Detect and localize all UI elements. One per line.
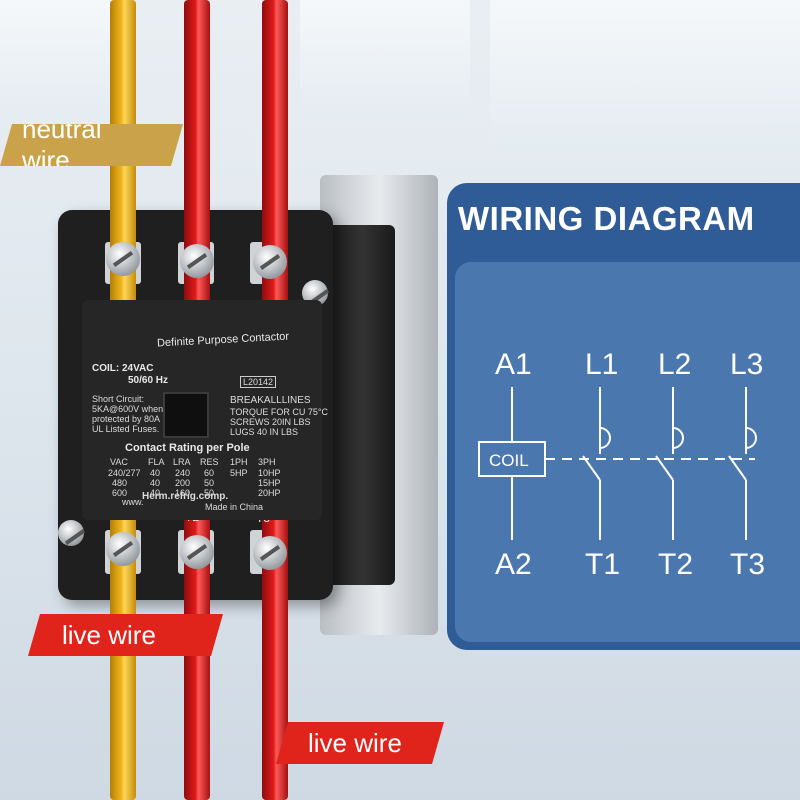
screw-l1: [106, 242, 140, 276]
www-text: www.: [122, 497, 144, 507]
rating-cell: 40: [150, 488, 161, 498]
window-pane: [300, 0, 470, 120]
rating-cell: 10HP: [258, 468, 281, 478]
rating-cell: 200: [175, 478, 191, 488]
screw-t1: [106, 532, 140, 566]
label-t1: T1: [585, 548, 620, 581]
pole-3-switch: [728, 455, 747, 481]
short-circuit: Short Circuit:: [92, 394, 145, 404]
label-a1: A1: [495, 348, 532, 381]
neutral-wire-tag: neutral wire: [0, 124, 183, 166]
rating-cell: 5HP: [230, 468, 248, 478]
rating-header: VAC: [110, 457, 128, 467]
rating-cell: 600: [112, 488, 128, 498]
torque-text: TORQUE FOR CU 75°C: [230, 407, 328, 417]
screw-t2: [180, 535, 214, 569]
mount-screw: [58, 520, 84, 546]
short-circuit-detail: UL Listed Fuses.: [92, 424, 160, 434]
screw-l3: [253, 245, 287, 279]
screw-t3: [253, 536, 287, 570]
live-wire-label: live wire: [308, 727, 402, 758]
made-in-text: Made in China: [205, 502, 264, 512]
rating-cell: 60: [204, 468, 215, 478]
rating-title: Contact Rating per Pole: [125, 442, 250, 454]
test-button[interactable]: [163, 392, 209, 438]
live-wire-label: live wire: [62, 619, 156, 650]
rating-cell: 50: [204, 478, 215, 488]
cert-code: L20142: [240, 376, 277, 388]
rating-cell: 20HP: [258, 488, 281, 498]
diagram-title: WIRING DIAGRAM: [458, 200, 755, 237]
screw-l2: [180, 244, 214, 278]
wiring-diagram: A1 L1 L2 L3 A2 T1 T2 T3 COIL: [478, 348, 765, 581]
label-l3: L3: [730, 348, 763, 381]
torque-text: LUGS 40 IN LBS: [230, 427, 299, 437]
wiring-diagram-inner: [455, 262, 800, 642]
pole-3-contact: [745, 427, 757, 449]
brand-text: Herm.refrig.comp.: [142, 491, 229, 502]
label-t2: T2: [658, 548, 693, 581]
short-circuit-detail: 5KA@600V when: [92, 404, 164, 414]
live-wire-tag-right: live wire: [276, 722, 444, 764]
rating-cell: 40: [150, 478, 161, 488]
frequency: 50/60 Hz: [128, 375, 169, 386]
rating-header: 1PH: [230, 457, 248, 467]
pole-2-switch: [655, 455, 674, 481]
label-l2: L2: [658, 348, 691, 381]
rating-header: FLA: [148, 457, 165, 467]
short-circuit-detail: protected by 80A: [92, 414, 161, 424]
label-a2: A2: [495, 548, 532, 581]
rating-header: RES: [200, 457, 219, 467]
live-wire-tag-left: live wire: [28, 614, 223, 656]
rating-header: 3PH: [258, 457, 276, 467]
coil-label: COIL: [489, 451, 529, 470]
window-pane: [0, 0, 120, 120]
rating-cell: 40: [150, 468, 161, 478]
rating-cell: 15HP: [258, 478, 281, 488]
label-t3: T3: [730, 548, 765, 581]
rating-cell: 480: [112, 478, 128, 488]
rating-header: LRA: [173, 457, 191, 467]
rating-cell: 240/277: [108, 468, 141, 478]
coil-rating: COIL: 24VAC: [92, 363, 154, 374]
torque-text: SCREWS 20IN LBS: [230, 417, 311, 427]
pole-2-contact: [672, 427, 684, 449]
breakall-text: BREAKALLLINES: [230, 395, 311, 406]
label-l1: L1: [585, 348, 618, 381]
pole-1-contact: [599, 427, 611, 449]
rating-cell: 240: [175, 468, 191, 478]
window-pane: [490, 0, 800, 150]
rating-cell: 160: [175, 488, 191, 498]
rating-cell: 50: [204, 488, 215, 498]
